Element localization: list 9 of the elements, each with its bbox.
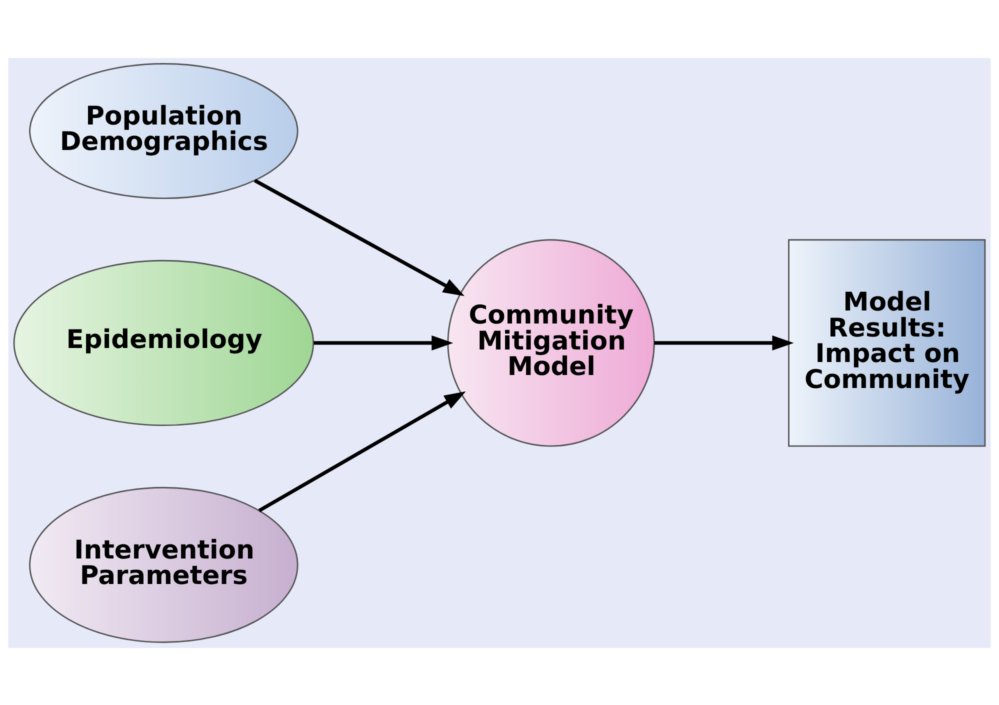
arrow bbox=[254, 178, 465, 296]
arrow bbox=[258, 390, 466, 512]
arrow bbox=[654, 334, 794, 350]
node-box: Model Results: Impact on Community bbox=[788, 238, 986, 446]
node-ellipse: Intervention Parameters bbox=[29, 486, 298, 642]
node-circle: Community Mitigation Model bbox=[447, 238, 655, 446]
node-ellipse: Population Demographics bbox=[29, 62, 298, 199]
node-ellipse: Epidemiology bbox=[13, 259, 314, 426]
arrow bbox=[314, 334, 454, 350]
